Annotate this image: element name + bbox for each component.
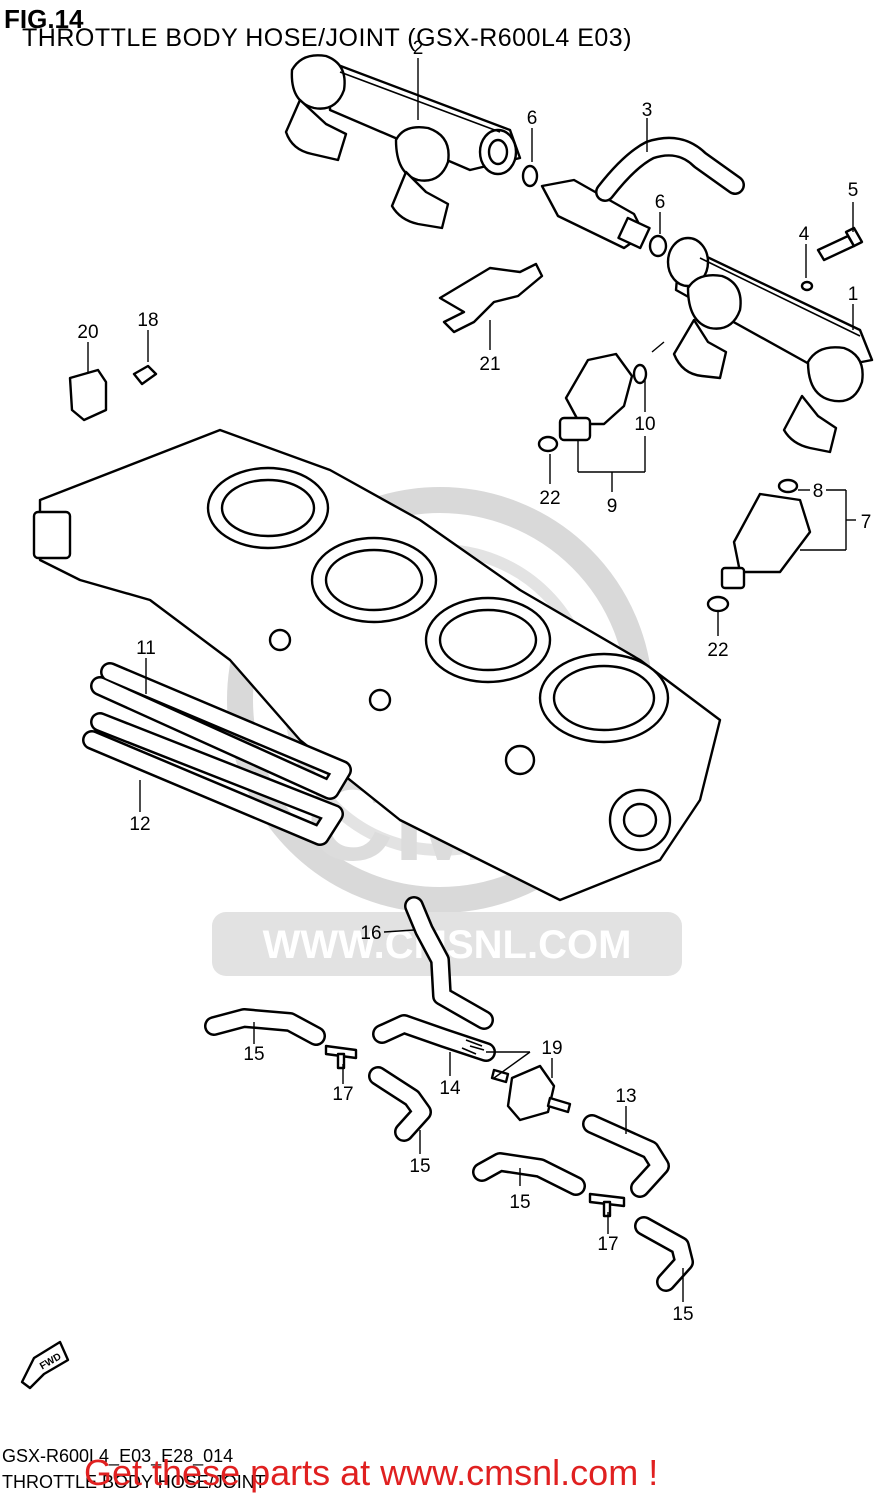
hose-16: [404, 896, 494, 1030]
hose-14: [372, 1014, 496, 1062]
callout-12: 12: [129, 814, 150, 835]
fuel-rail-lower: [666, 236, 874, 454]
figure-number: FIG.14: [4, 4, 84, 34]
leader-lines: [87, 58, 856, 1302]
callout-19: 19: [541, 1038, 562, 1059]
fuel-injector-9: [537, 352, 648, 453]
callout-2: 2: [413, 38, 424, 59]
hose-15d: [634, 1216, 694, 1292]
callout-13: 13: [615, 1086, 636, 1107]
hose-15c: [472, 1152, 586, 1196]
fuel-pipe-3: [595, 136, 745, 202]
throttle-body: [32, 428, 722, 902]
hose-15b: [368, 1066, 432, 1142]
o-rings-6: [521, 164, 668, 258]
promo-link[interactable]: Get these parts at www.cmsnl.com !: [84, 1452, 659, 1493]
bolt-5: [800, 226, 864, 292]
callout-17b: 17: [597, 1234, 618, 1255]
t-joint-17b: [588, 1192, 626, 1218]
callout-15c: 15: [509, 1192, 530, 1213]
callout-20: 20: [77, 322, 98, 343]
hose-13: [582, 1114, 670, 1198]
callout-22b: 22: [707, 640, 728, 661]
callout-15b: 15: [409, 1156, 430, 1177]
callout-6a: 6: [527, 108, 538, 129]
diagram-caption: THROTTLE BODY HOSE/JOINT: [2, 1472, 266, 1492]
callout-4: 4: [799, 224, 810, 245]
fuel-injector-7: [706, 478, 812, 613]
callout-15a: 15: [243, 1044, 264, 1065]
fuel-injector-upper: [540, 178, 651, 250]
callout-6b: 6: [655, 192, 666, 213]
screw-18: [132, 364, 158, 386]
callout-7: 7: [861, 512, 872, 533]
callouts: 2 3 6 6 5 4 1 20 18 21 10 8 7 22 9 22 11…: [77, 38, 871, 1325]
sensor-20: [68, 368, 108, 422]
fuel-rail-upper: [284, 54, 522, 230]
callout-10: 10: [634, 414, 655, 435]
fwd-arrow-icon: FWD: [20, 1340, 70, 1390]
callout-11: 11: [136, 638, 156, 659]
hose-12: [82, 712, 344, 846]
callout-14: 14: [439, 1078, 461, 1099]
callout-18: 18: [137, 310, 158, 331]
diagram-code: GSX-R600L4_E03_E28_014: [2, 1446, 234, 1466]
callout-9: 9: [607, 496, 618, 517]
callout-22a: 22: [539, 488, 560, 509]
callout-16: 16: [360, 923, 381, 944]
callout-17a: 17: [332, 1084, 353, 1105]
callout-21: 21: [479, 354, 500, 375]
callout-3: 3: [642, 100, 653, 121]
callout-1: 1: [848, 284, 859, 305]
hose-11: [90, 662, 352, 800]
callout-15d: 15: [672, 1304, 693, 1325]
diagram-title: THROTTLE BODY HOSE/JOINT (GSX-R600L4 E03…: [22, 24, 633, 52]
callout-5: 5: [848, 180, 859, 201]
hose-15a: [204, 1008, 326, 1046]
joint-19: [490, 1064, 572, 1122]
clamp-21: [438, 262, 544, 334]
callout-8: 8: [813, 481, 824, 502]
t-joint-17a: [324, 1044, 358, 1070]
